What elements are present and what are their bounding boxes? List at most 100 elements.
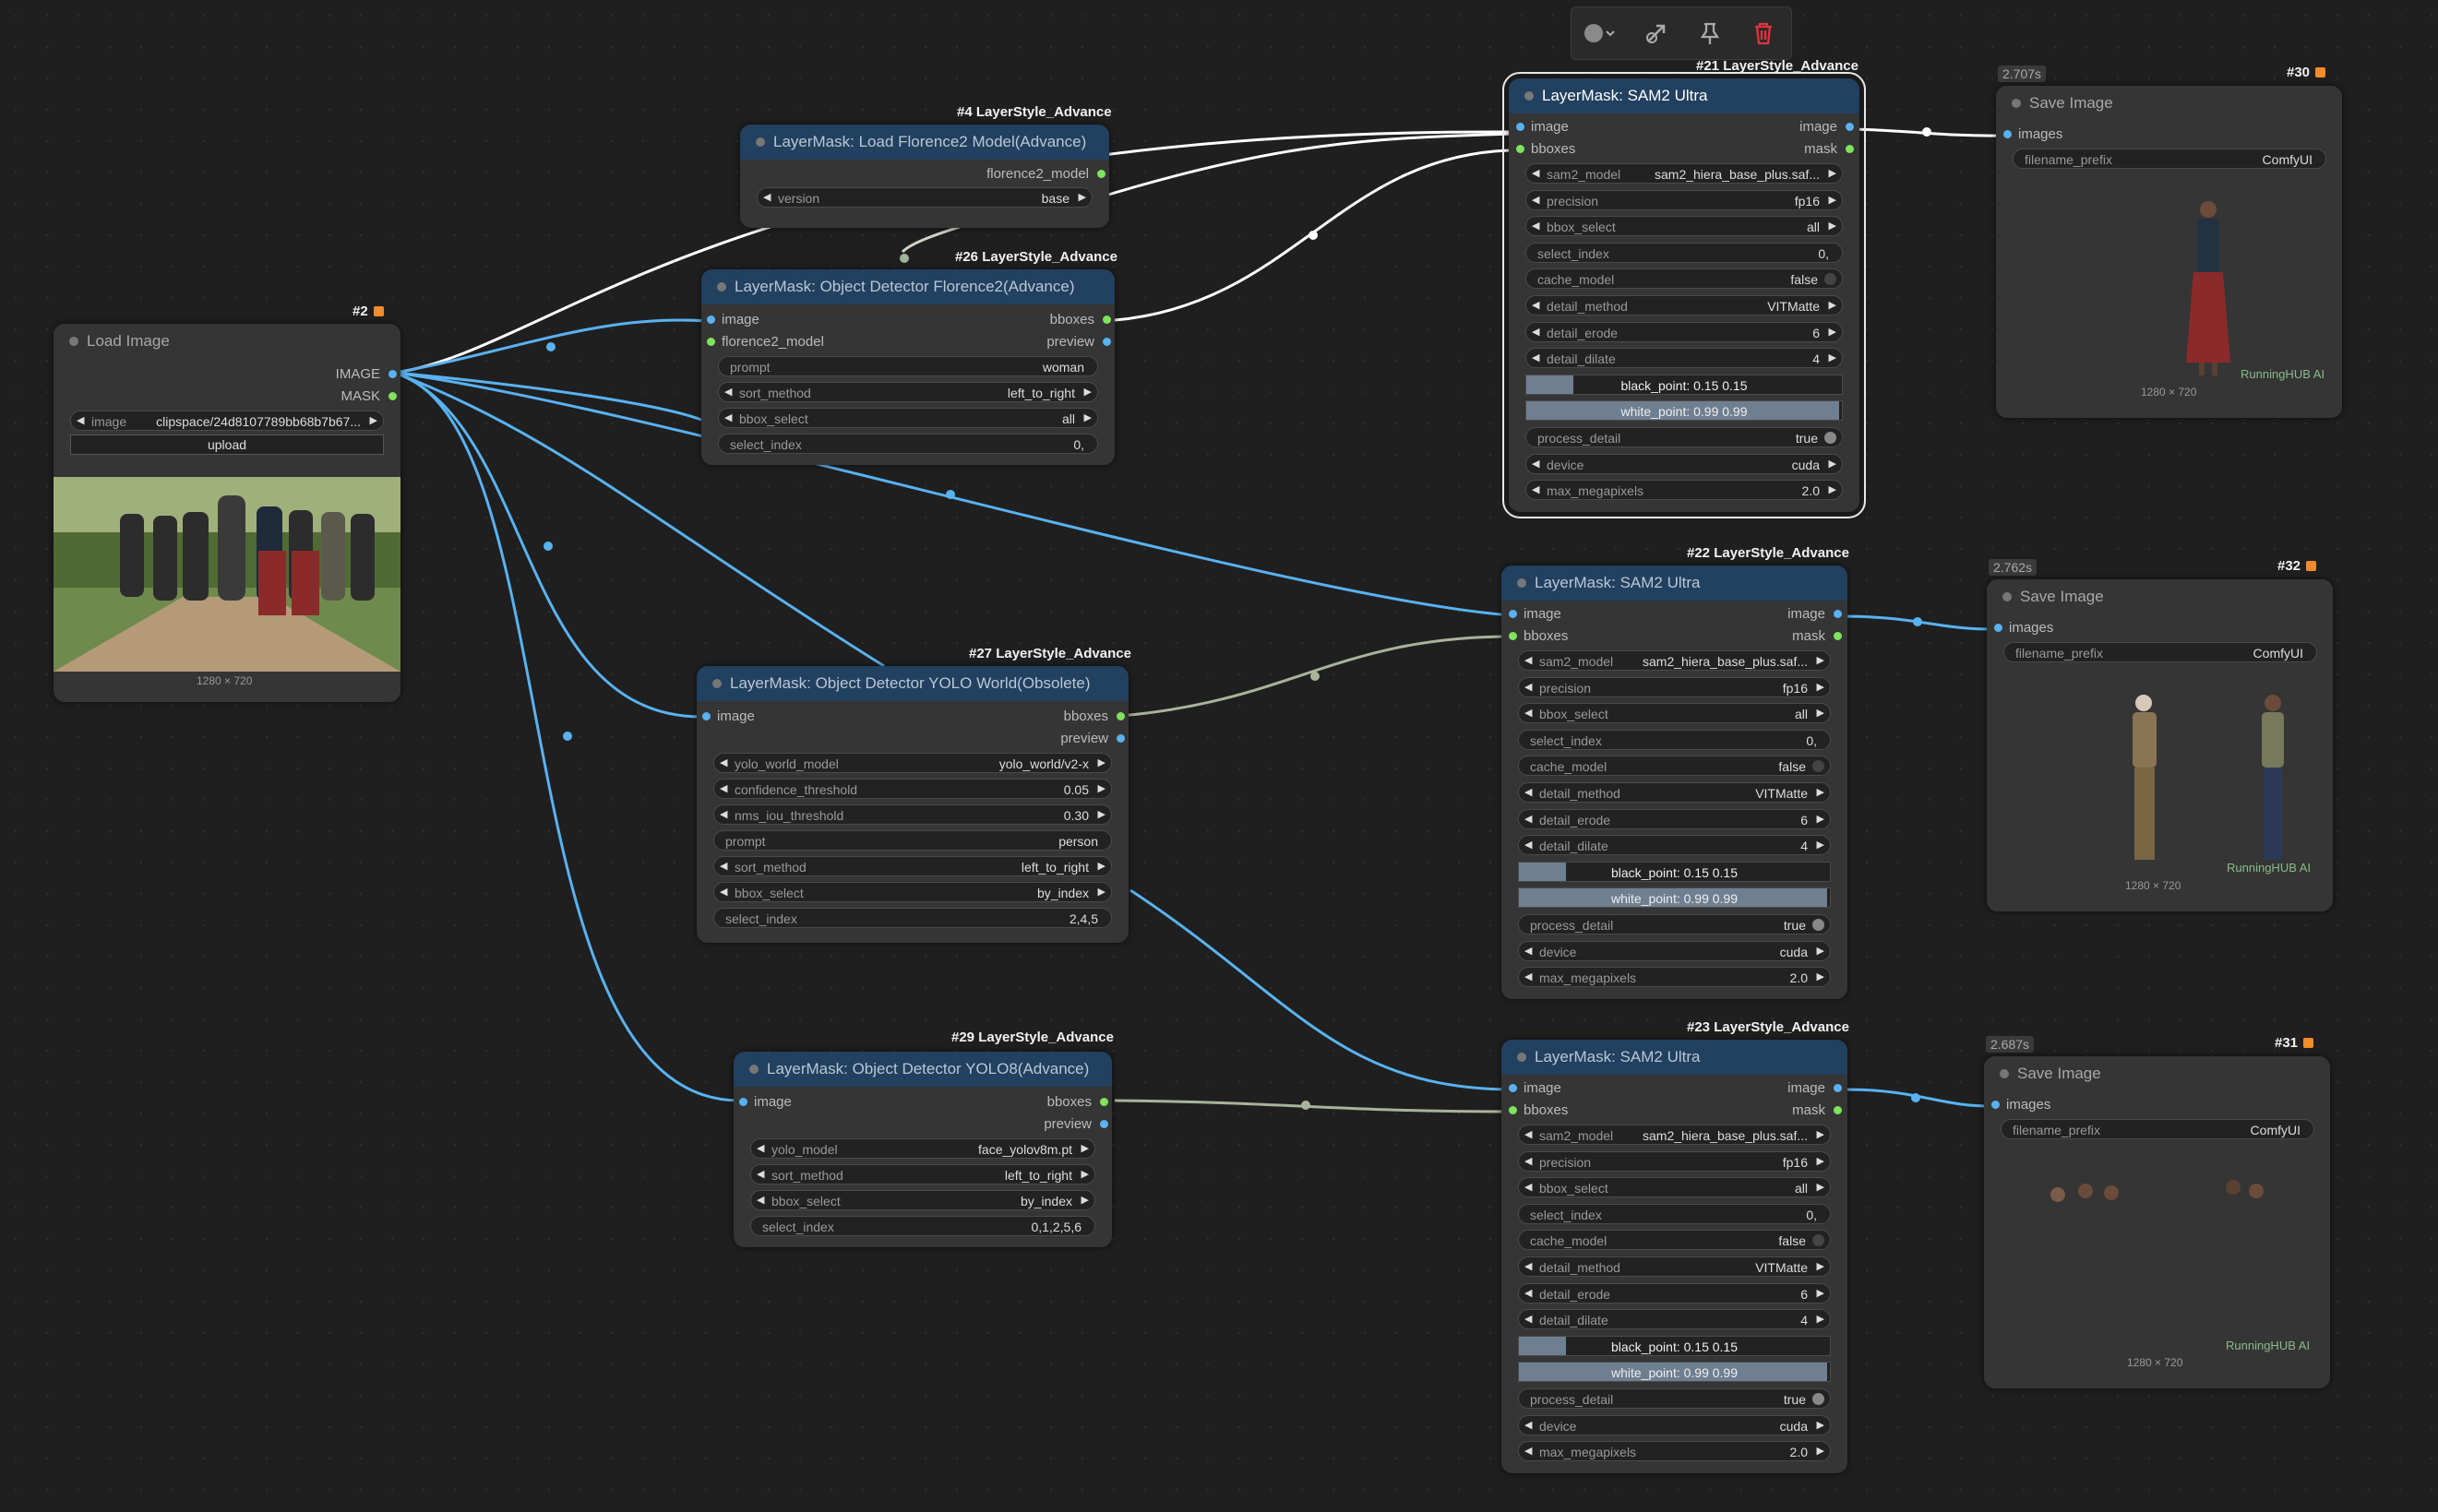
collapse-dot[interactable] (2002, 592, 2012, 601)
output-florence2-socket[interactable] (1097, 170, 1105, 178)
trash-icon[interactable] (1751, 20, 1776, 46)
input-images-socket[interactable] (2003, 130, 2012, 138)
image-combo[interactable]: ◀image clipspace/24d8107789bb68b7b67...▶ (70, 411, 384, 431)
upload-button[interactable]: upload (70, 435, 384, 455)
collapse-dot[interactable] (712, 679, 722, 688)
output-mask-socket[interactable] (1834, 632, 1842, 640)
input-image-socket[interactable] (707, 315, 715, 324)
output-mask-socket[interactable] (388, 392, 397, 400)
node-yolo8[interactable]: LayerMask: Object Detector YOLO8(Advance… (734, 1052, 1112, 1247)
input-bboxes-socket[interactable] (1509, 1106, 1517, 1114)
output-bboxes-socket[interactable] (1103, 315, 1111, 324)
collapse-dot[interactable] (2000, 1069, 2009, 1078)
color-circle-icon[interactable] (1583, 20, 1615, 46)
input-image-socket[interactable] (1516, 123, 1524, 131)
output-image-socket[interactable] (1834, 1084, 1842, 1092)
input-image-socket[interactable] (1509, 1084, 1517, 1092)
node-florence2-detector[interactable]: LayerMask: Object Detector Florence2(Adv… (701, 269, 1115, 465)
input-bboxes-socket[interactable] (1509, 632, 1517, 640)
pin-icon[interactable] (1697, 20, 1723, 46)
output-image-socket[interactable] (388, 370, 397, 378)
output-bboxes-socket[interactable] (1117, 712, 1125, 720)
output-preview-socket[interactable] (1117, 734, 1125, 743)
input-image-socket[interactable] (1509, 610, 1517, 618)
node-yolo-world[interactable]: LayerMask: Object Detector YOLO World(Ob… (697, 666, 1129, 943)
output-preview-socket[interactable] (1100, 1120, 1108, 1128)
output-mask-socket[interactable] (1846, 145, 1854, 153)
output-preview-socket[interactable] (1103, 338, 1111, 346)
collapse-dot[interactable] (749, 1065, 759, 1074)
node-load-florence2[interactable]: LayerMask: Load Florence2 Model(Advance)… (740, 125, 1109, 228)
input-images-socket[interactable] (1991, 1101, 2000, 1109)
black-point-slider[interactable]: black_point: 0.15 0.15 (1525, 374, 1843, 395)
output-bboxes-socket[interactable] (1100, 1098, 1108, 1106)
white-point-slider[interactable]: white_point: 0.99 0.99 (1518, 1362, 1831, 1383)
collapse-dot[interactable] (717, 282, 726, 292)
black-point-slider[interactable]: black_point: 0.15 0.15 (1518, 1335, 1831, 1356)
node-load-image[interactable]: Load Image IMAGE MASK ◀image clipspace/2… (54, 324, 400, 702)
bypass-icon[interactable] (1643, 20, 1669, 46)
collapse-dot[interactable] (1517, 578, 1526, 588)
collapse-dot[interactable] (1517, 1053, 1526, 1062)
output-mask-socket[interactable] (1834, 1106, 1842, 1114)
collapse-dot[interactable] (1524, 91, 1534, 101)
input-image-socket[interactable] (702, 712, 711, 720)
output-image-socket[interactable] (1834, 610, 1842, 618)
collapse-dot[interactable] (69, 337, 78, 346)
white-point-slider[interactable]: white_point: 0.99 0.99 (1518, 887, 1831, 909)
input-image-socket[interactable] (739, 1098, 747, 1106)
output-image-socket[interactable] (1846, 123, 1854, 131)
collapse-dot[interactable] (756, 137, 765, 147)
